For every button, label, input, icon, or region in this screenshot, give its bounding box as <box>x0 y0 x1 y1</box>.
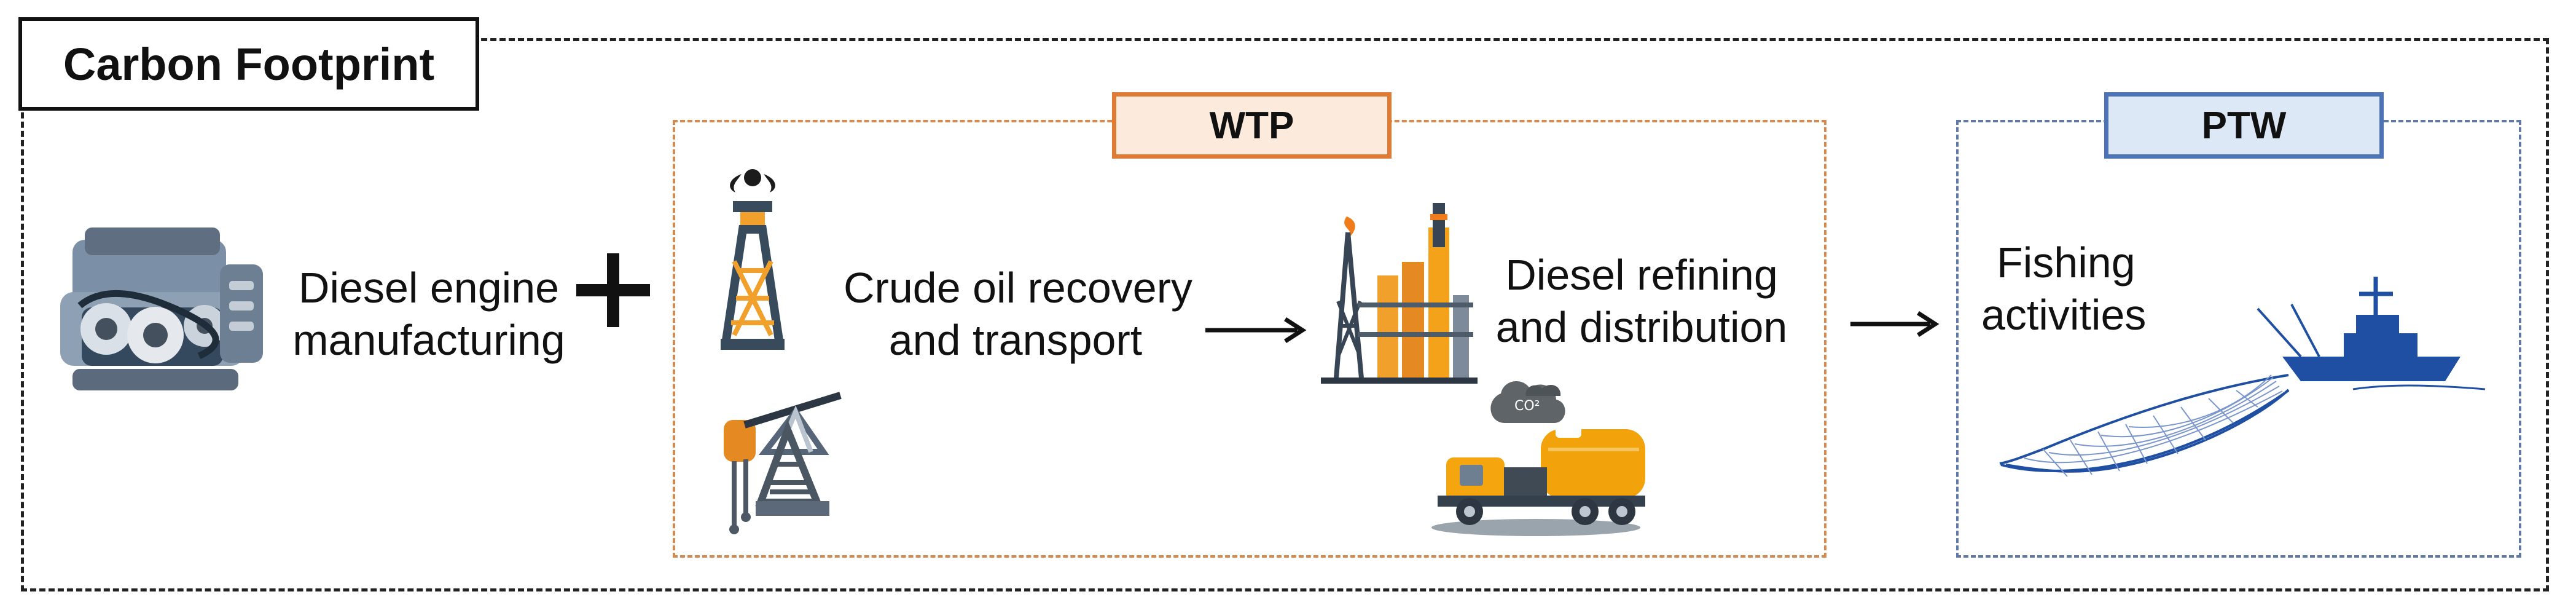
arrow-right-1 <box>1205 317 1310 344</box>
arrow-right-2 <box>1850 310 1943 338</box>
refining-label-line-1: Diesel refining <box>1505 251 1778 299</box>
pumpjack-icon <box>707 384 866 544</box>
wtp-tag-label: WTP <box>1209 104 1294 147</box>
plus-sign <box>576 253 650 327</box>
refining-label: Diesel refining and distribution <box>1482 249 1801 354</box>
wtp-tag: WTP <box>1112 92 1392 159</box>
refining-label-line-2: and distribution <box>1495 303 1788 352</box>
crude-label: Crude oil recovery and transport <box>844 262 1192 367</box>
carbon-footprint-title: Carbon Footprint <box>18 17 479 111</box>
ptw-tag-label: PTW <box>2201 104 2287 147</box>
fishing-label-line-1: Fishing <box>1997 239 2136 287</box>
fishing-boat-net-icon <box>1994 264 2497 498</box>
ptw-tag: PTW <box>2104 92 2384 159</box>
fishing-label: Fishing activities <box>1981 237 2159 342</box>
fuel-tanker-truck-icon: CO² <box>1431 375 1665 541</box>
engine-label-line-2: manufacturing <box>292 316 565 365</box>
oil-derrick-icon <box>710 163 796 357</box>
engine-label-line-1: Diesel engine <box>298 264 560 312</box>
refinery-icon <box>1321 203 1478 387</box>
carbon-footprint-title-text: Carbon Footprint <box>63 38 435 90</box>
fishing-label-line-2: activities <box>1981 291 2147 339</box>
crude-label-line-2: and transport <box>888 316 1143 365</box>
carbon-footprint-frame <box>21 38 2549 591</box>
diesel-engine-icon <box>48 224 281 403</box>
crude-label-line-1: Crude oil recovery <box>844 264 1192 312</box>
co2-label: CO² <box>1514 398 1540 414</box>
engine-label: Diesel engine manufacturing <box>288 262 570 367</box>
